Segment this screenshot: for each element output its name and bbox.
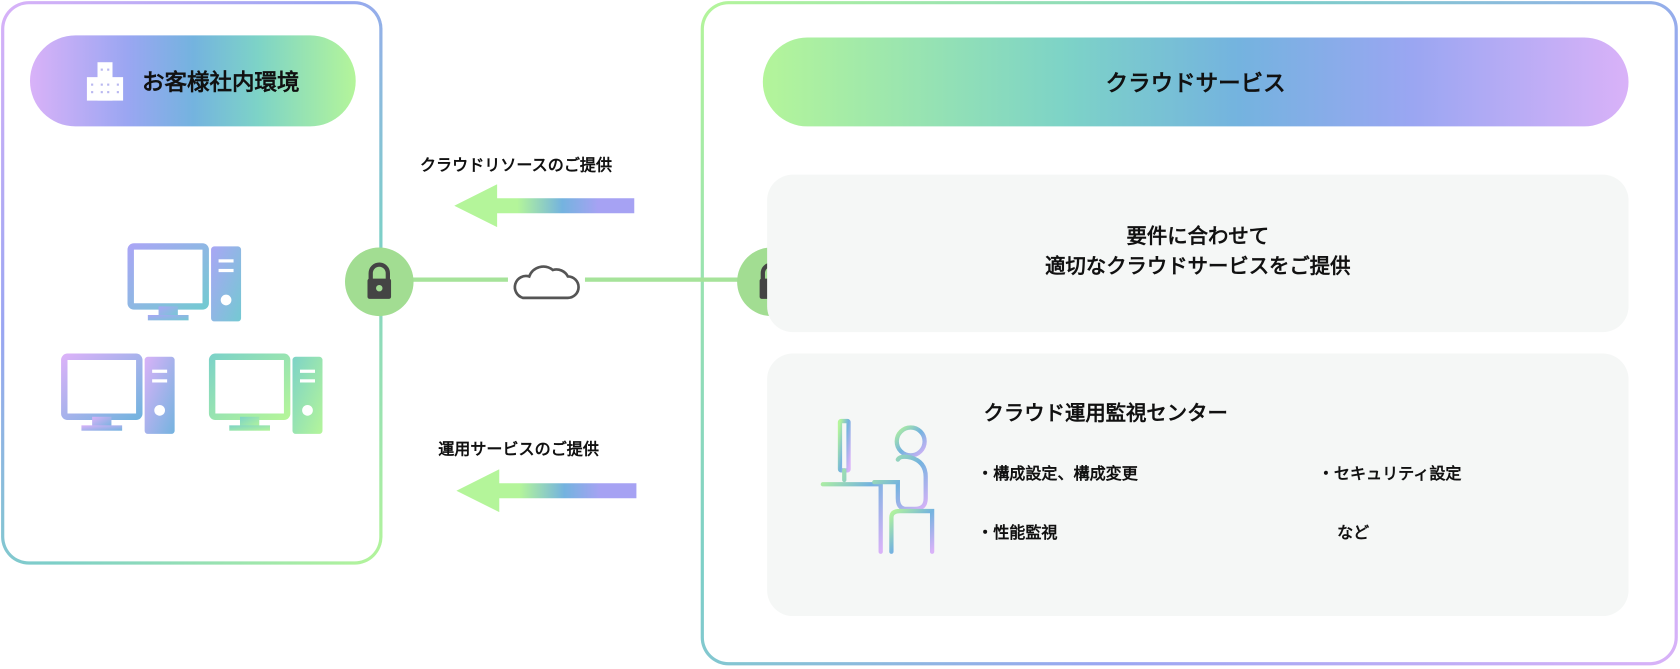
cloud-service-header: クラウドサービス [762,37,1629,127]
computer-icon [61,353,175,434]
lock-icon [344,247,414,317]
computer-icon [208,353,323,434]
arrow-label-operations: 運用サービスのご提供 [438,439,599,459]
building-icon [86,61,123,101]
customer-environment-header: お客様社内環境 [29,35,356,127]
monitoring-card [767,353,1629,617]
computer-icon [127,243,242,322]
monitoring-item: ・性能監視 [977,522,1058,543]
provision-line-2: 適切なクラウドサービスをご提供 [1045,254,1351,279]
cloud-icon [507,257,585,305]
cloud-service-title: クラウドサービス [1105,70,1286,96]
monitoring-item: ・構成設定、構成変更 [977,463,1138,484]
monitoring-item: ・セキュリティ設定 [1317,463,1462,484]
operator-person-icon [820,418,939,554]
monitoring-title: クラウド運用監視センター [983,401,1228,426]
customer-environment-title: お客様社内環境 [141,69,300,95]
monitoring-item: など [1337,522,1370,543]
left-arrow-icon [454,184,635,228]
provision-card: 要件に合わせて 適切なクラウドサービスをご提供 [767,174,1629,333]
computers-group [61,243,323,434]
arrow-label-resources: クラウドリソースのご提供 [419,155,613,175]
left-arrow-icon [456,469,637,513]
provision-line-1: 要件に合わせて [1126,224,1270,249]
